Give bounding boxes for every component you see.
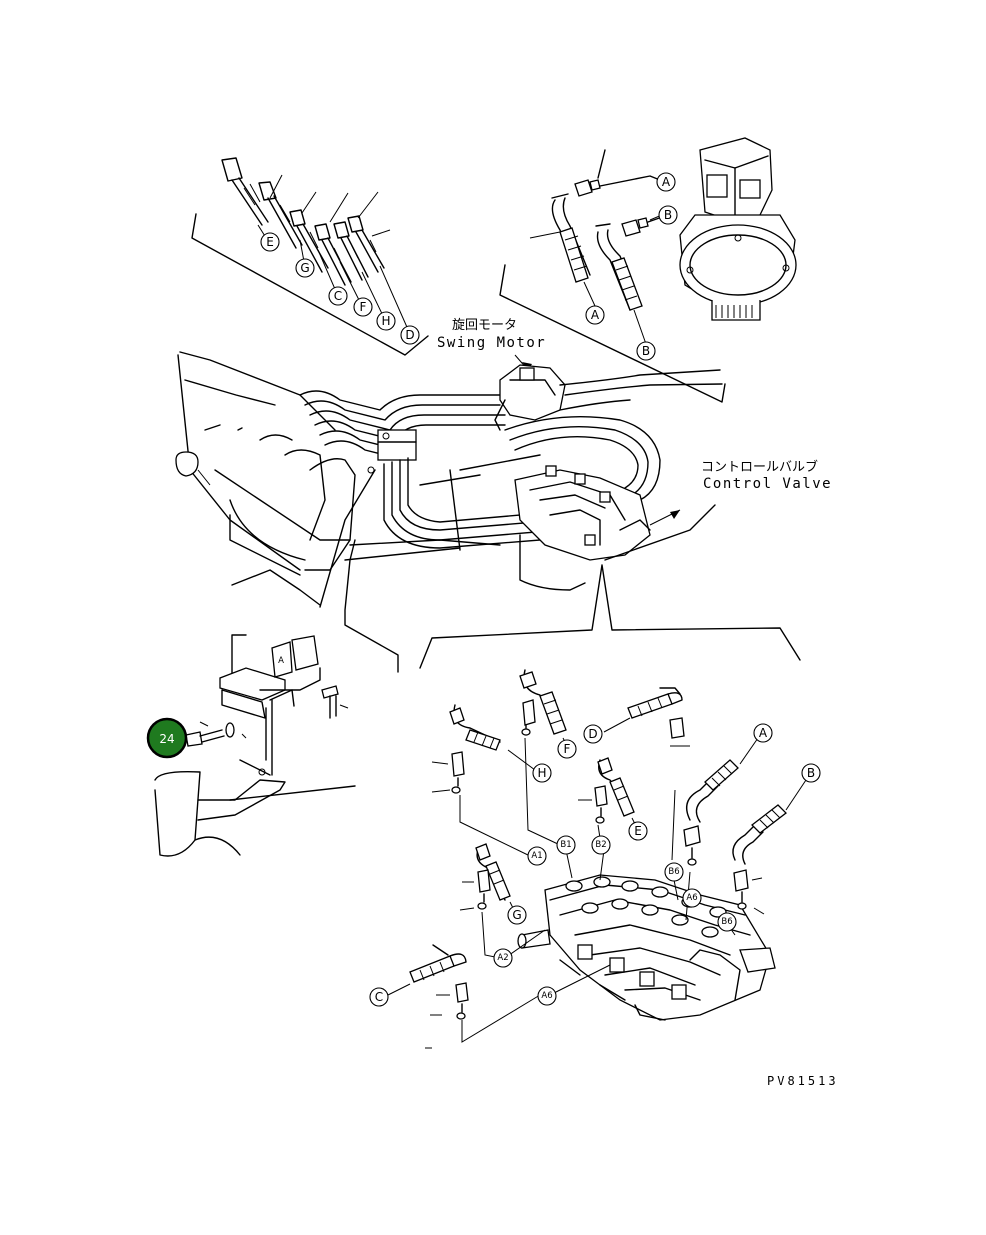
letter-callout-a-hose: A xyxy=(585,305,605,325)
letter-callout-g: G xyxy=(295,258,315,278)
letter-callout-a-motor: A xyxy=(656,172,676,192)
svg-text:A: A xyxy=(662,175,671,189)
letter-callout-a-lower: A xyxy=(753,723,773,743)
control-valve-detail-bracket xyxy=(419,564,801,669)
upper-right-letter-callouts: A B A B xyxy=(585,172,678,361)
svg-text:B6: B6 xyxy=(668,867,679,877)
swing-motor-detail-bracket xyxy=(499,264,726,403)
letter-callout-b-motor: B xyxy=(658,205,678,225)
upper-left-hoses xyxy=(221,157,411,335)
control-valve-label-jp: コントロールバルブ xyxy=(701,459,818,475)
swing-motor-label-en: Swing Motor xyxy=(437,335,546,351)
letter-callout-h: H xyxy=(376,311,396,331)
svg-text:B: B xyxy=(664,208,672,222)
callout-badge-24[interactable]: 24 xyxy=(146,717,188,759)
port-callout-a6-low: A6 xyxy=(537,986,557,1006)
svg-text:A: A xyxy=(278,656,284,666)
swing-motor-label-jp: 旋回モータ xyxy=(452,318,517,333)
letter-callout-g-lower: G xyxy=(507,905,527,925)
letter-callout-h-lower: H xyxy=(532,763,552,783)
bracket-detail: A xyxy=(154,634,356,857)
drawing-number: PV81513 xyxy=(767,1074,839,1088)
svg-text:F: F xyxy=(564,742,571,756)
letter-callout-b-lower: B xyxy=(801,763,821,783)
svg-text:B1: B1 xyxy=(560,840,571,850)
letter-callout-f-lower: F xyxy=(557,739,577,759)
control-valve-label-en: Control Valve xyxy=(703,476,832,492)
svg-text:B6: B6 xyxy=(721,917,732,927)
upper-left-detail-bracket xyxy=(191,213,429,356)
svg-text:A: A xyxy=(759,726,768,740)
letter-callout-c-lower: C xyxy=(369,987,389,1007)
upper-left-letter-callouts: E G C F H D xyxy=(260,232,420,345)
svg-text:A: A xyxy=(591,308,600,322)
swing-motor-detail xyxy=(529,137,797,345)
svg-text:A6: A6 xyxy=(541,991,552,1001)
svg-text:D: D xyxy=(588,727,597,741)
port-label-callouts: B1 B2 B6 A1 A2 A6 B6 A6 xyxy=(493,835,737,1006)
svg-text:C: C xyxy=(334,289,342,303)
svg-text:A6: A6 xyxy=(686,893,697,903)
port-callout-b1: B1 xyxy=(556,835,576,855)
svg-text:A2: A2 xyxy=(497,953,508,963)
port-callout-b2: B2 xyxy=(591,835,611,855)
svg-text:E: E xyxy=(634,824,642,838)
letter-callout-d-lower: D xyxy=(583,724,603,744)
control-valve-detail xyxy=(387,669,807,1049)
port-callout-a2: A2 xyxy=(493,948,513,968)
lower-letter-callouts: F D A H E B C G xyxy=(369,723,821,1007)
svg-text:B: B xyxy=(642,344,650,358)
svg-text:24: 24 xyxy=(159,732,174,746)
svg-text:E: E xyxy=(266,235,274,249)
letter-callout-d: D xyxy=(400,325,420,345)
svg-text:C: C xyxy=(375,990,383,1004)
svg-text:D: D xyxy=(405,328,414,342)
port-callout-b6-mid: B6 xyxy=(717,912,737,932)
letter-callout-e-lower: E xyxy=(628,821,648,841)
letter-callout-c: C xyxy=(328,286,348,306)
main-assembly xyxy=(175,351,723,673)
letter-callout-b-hose: B xyxy=(636,341,656,361)
svg-text:G: G xyxy=(300,261,309,275)
svg-text:H: H xyxy=(537,766,546,780)
svg-text:G: G xyxy=(512,908,521,922)
svg-text:A1: A1 xyxy=(531,851,542,861)
letter-callout-e: E xyxy=(260,232,280,252)
svg-text:B: B xyxy=(807,766,815,780)
port-callout-a6-mid: A6 xyxy=(682,888,702,908)
port-callout-a1: A1 xyxy=(527,846,547,866)
svg-text:H: H xyxy=(381,314,390,328)
letter-callout-f: F xyxy=(353,297,373,317)
svg-text:B2: B2 xyxy=(595,840,606,850)
svg-text:F: F xyxy=(360,300,367,314)
port-callout-b6-top: B6 xyxy=(664,862,684,882)
